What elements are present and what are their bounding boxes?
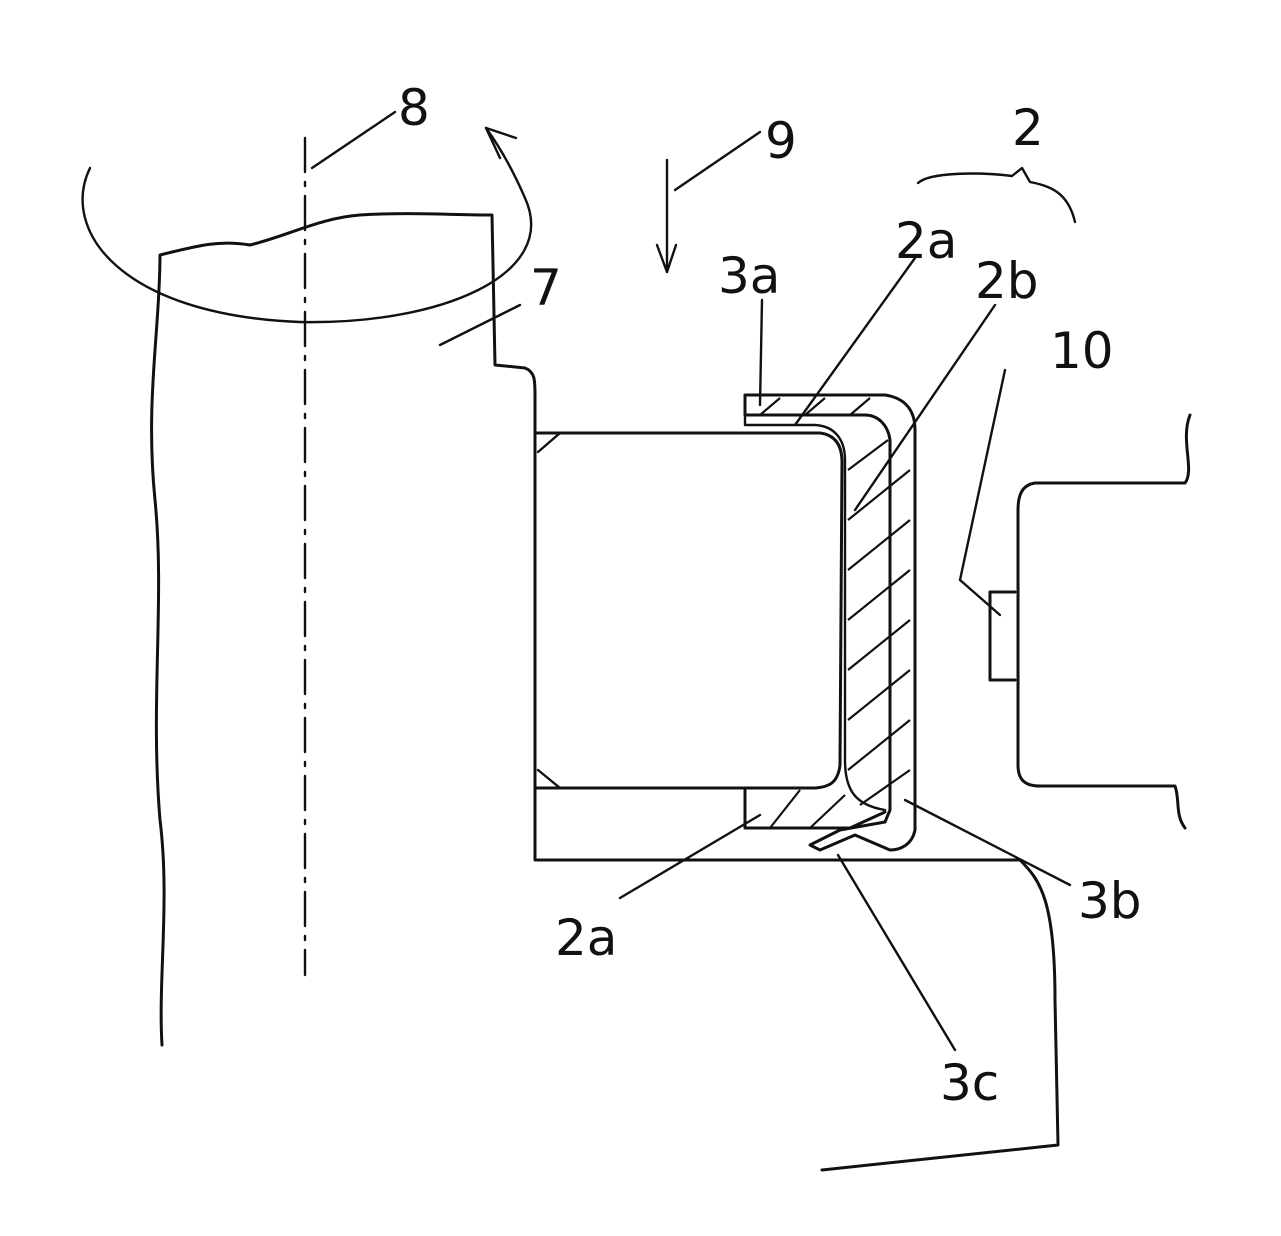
leader-10: [960, 370, 1005, 580]
label-2b: 2b: [975, 252, 1039, 310]
label-3b: 3b: [1078, 872, 1142, 930]
label-3a: 3a: [718, 247, 780, 305]
label-7: 7: [530, 259, 562, 317]
leader-9: [675, 132, 760, 190]
label-2a-bottom: 2a: [555, 909, 617, 967]
leader-3c: [838, 855, 955, 1050]
roller-chamfer-top: [538, 433, 560, 452]
shaft-body: [152, 214, 1058, 1170]
leader-7: [440, 305, 520, 345]
labels: 8 9 2 7 3a 2a 2b 10 2a 3b 3c: [398, 79, 1142, 1112]
outer-ring-inner: [745, 415, 885, 810]
label-2: 2: [1012, 99, 1044, 157]
rotation-arrow: [83, 128, 532, 322]
leader-3a: [760, 300, 762, 405]
sensor-element: [990, 592, 1015, 680]
outer-ring: [745, 395, 915, 850]
leader-2a-bottom: [620, 815, 760, 898]
label-3c: 3c: [940, 1054, 999, 1112]
label-2a-top: 2a: [895, 212, 957, 270]
label-8: 8: [398, 79, 430, 137]
roller-chamfer-bottom: [538, 770, 560, 788]
roller: [535, 433, 842, 788]
leader-10b: [960, 580, 1000, 615]
label-9: 9: [765, 112, 797, 170]
leader-8: [312, 112, 395, 168]
sensor-housing: [1018, 415, 1190, 828]
leader-3b: [905, 800, 1070, 885]
leader-2b: [855, 305, 995, 510]
label-10: 10: [1050, 322, 1114, 380]
